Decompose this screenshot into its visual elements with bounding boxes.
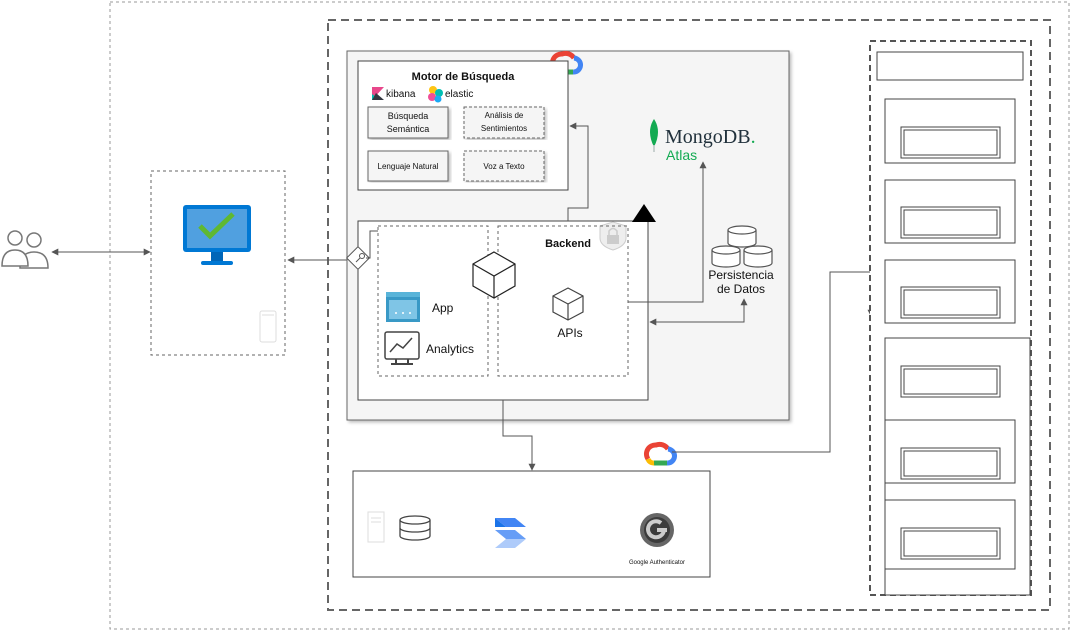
gateway-key-icon xyxy=(345,245,371,271)
apis-label: APIs xyxy=(557,326,582,340)
outer-boundary xyxy=(109,1,1070,630)
database-stack-icon xyxy=(711,225,773,268)
google-authenticator-icon xyxy=(640,513,674,547)
backend-section xyxy=(497,225,629,377)
speech-to-text-label: Voz a Texto xyxy=(483,162,525,171)
container-persistence-connector xyxy=(649,298,748,326)
persistence-line2: de Datos xyxy=(717,282,765,296)
sentiment-analysis-line1: Análisis de xyxy=(485,111,524,120)
cloud-boundary xyxy=(327,19,1051,611)
apis-cube-icon xyxy=(552,287,584,321)
sentiment-analysis-line2: Sentimientos xyxy=(481,124,527,133)
lock-icon xyxy=(599,221,627,251)
svg-text:elastic: elastic xyxy=(445,89,473,100)
analytics-icon xyxy=(384,331,420,365)
natural-language-label: Lenguaje Natural xyxy=(378,162,439,171)
semantic-search-line1: Búsqueda xyxy=(388,111,429,121)
server-icon xyxy=(367,511,385,543)
app-window-icon xyxy=(386,292,420,322)
mongodb-leaf-icon xyxy=(650,119,658,152)
semantic-search-line2: Semántica xyxy=(387,124,430,134)
kibana-logo: kibana xyxy=(372,87,416,100)
google-cloud-icon-2 xyxy=(643,441,677,466)
sentiment-analysis-box xyxy=(463,106,545,139)
svg-text:kibana: kibana xyxy=(386,89,416,100)
semantic-search-box xyxy=(367,106,449,139)
main-services-connector xyxy=(502,400,536,471)
mongodb-atlas: Atlas xyxy=(666,147,697,163)
users-icon xyxy=(1,230,49,269)
elastic-logo: elastic xyxy=(428,86,473,103)
backend-title: Backend xyxy=(545,238,591,250)
search-engine-title: Motor de Búsqueda xyxy=(412,71,516,83)
persistence-line1: Persistencia xyxy=(708,268,774,282)
cube-icon-center xyxy=(472,251,516,299)
cloud-functions-icon xyxy=(495,518,526,548)
google-authenticator-label: Google Authenticator xyxy=(629,560,685,566)
triangle-marker xyxy=(632,204,656,222)
app-section xyxy=(377,225,489,377)
app-label: App xyxy=(432,301,454,315)
backend-search-connector xyxy=(567,122,589,221)
speech-to-text-box xyxy=(463,150,545,182)
gateway-bracket xyxy=(366,230,378,259)
mongodb-name: MongoDB. xyxy=(665,126,756,148)
cloud-sql-icon xyxy=(399,515,431,541)
monitor-check-icon xyxy=(183,205,251,265)
analytics-label: Analytics xyxy=(426,342,474,356)
right-panel-header xyxy=(876,51,1024,81)
mobile-icon xyxy=(259,310,277,343)
right-panel-items xyxy=(884,98,1031,596)
natural-language-box xyxy=(367,150,449,182)
